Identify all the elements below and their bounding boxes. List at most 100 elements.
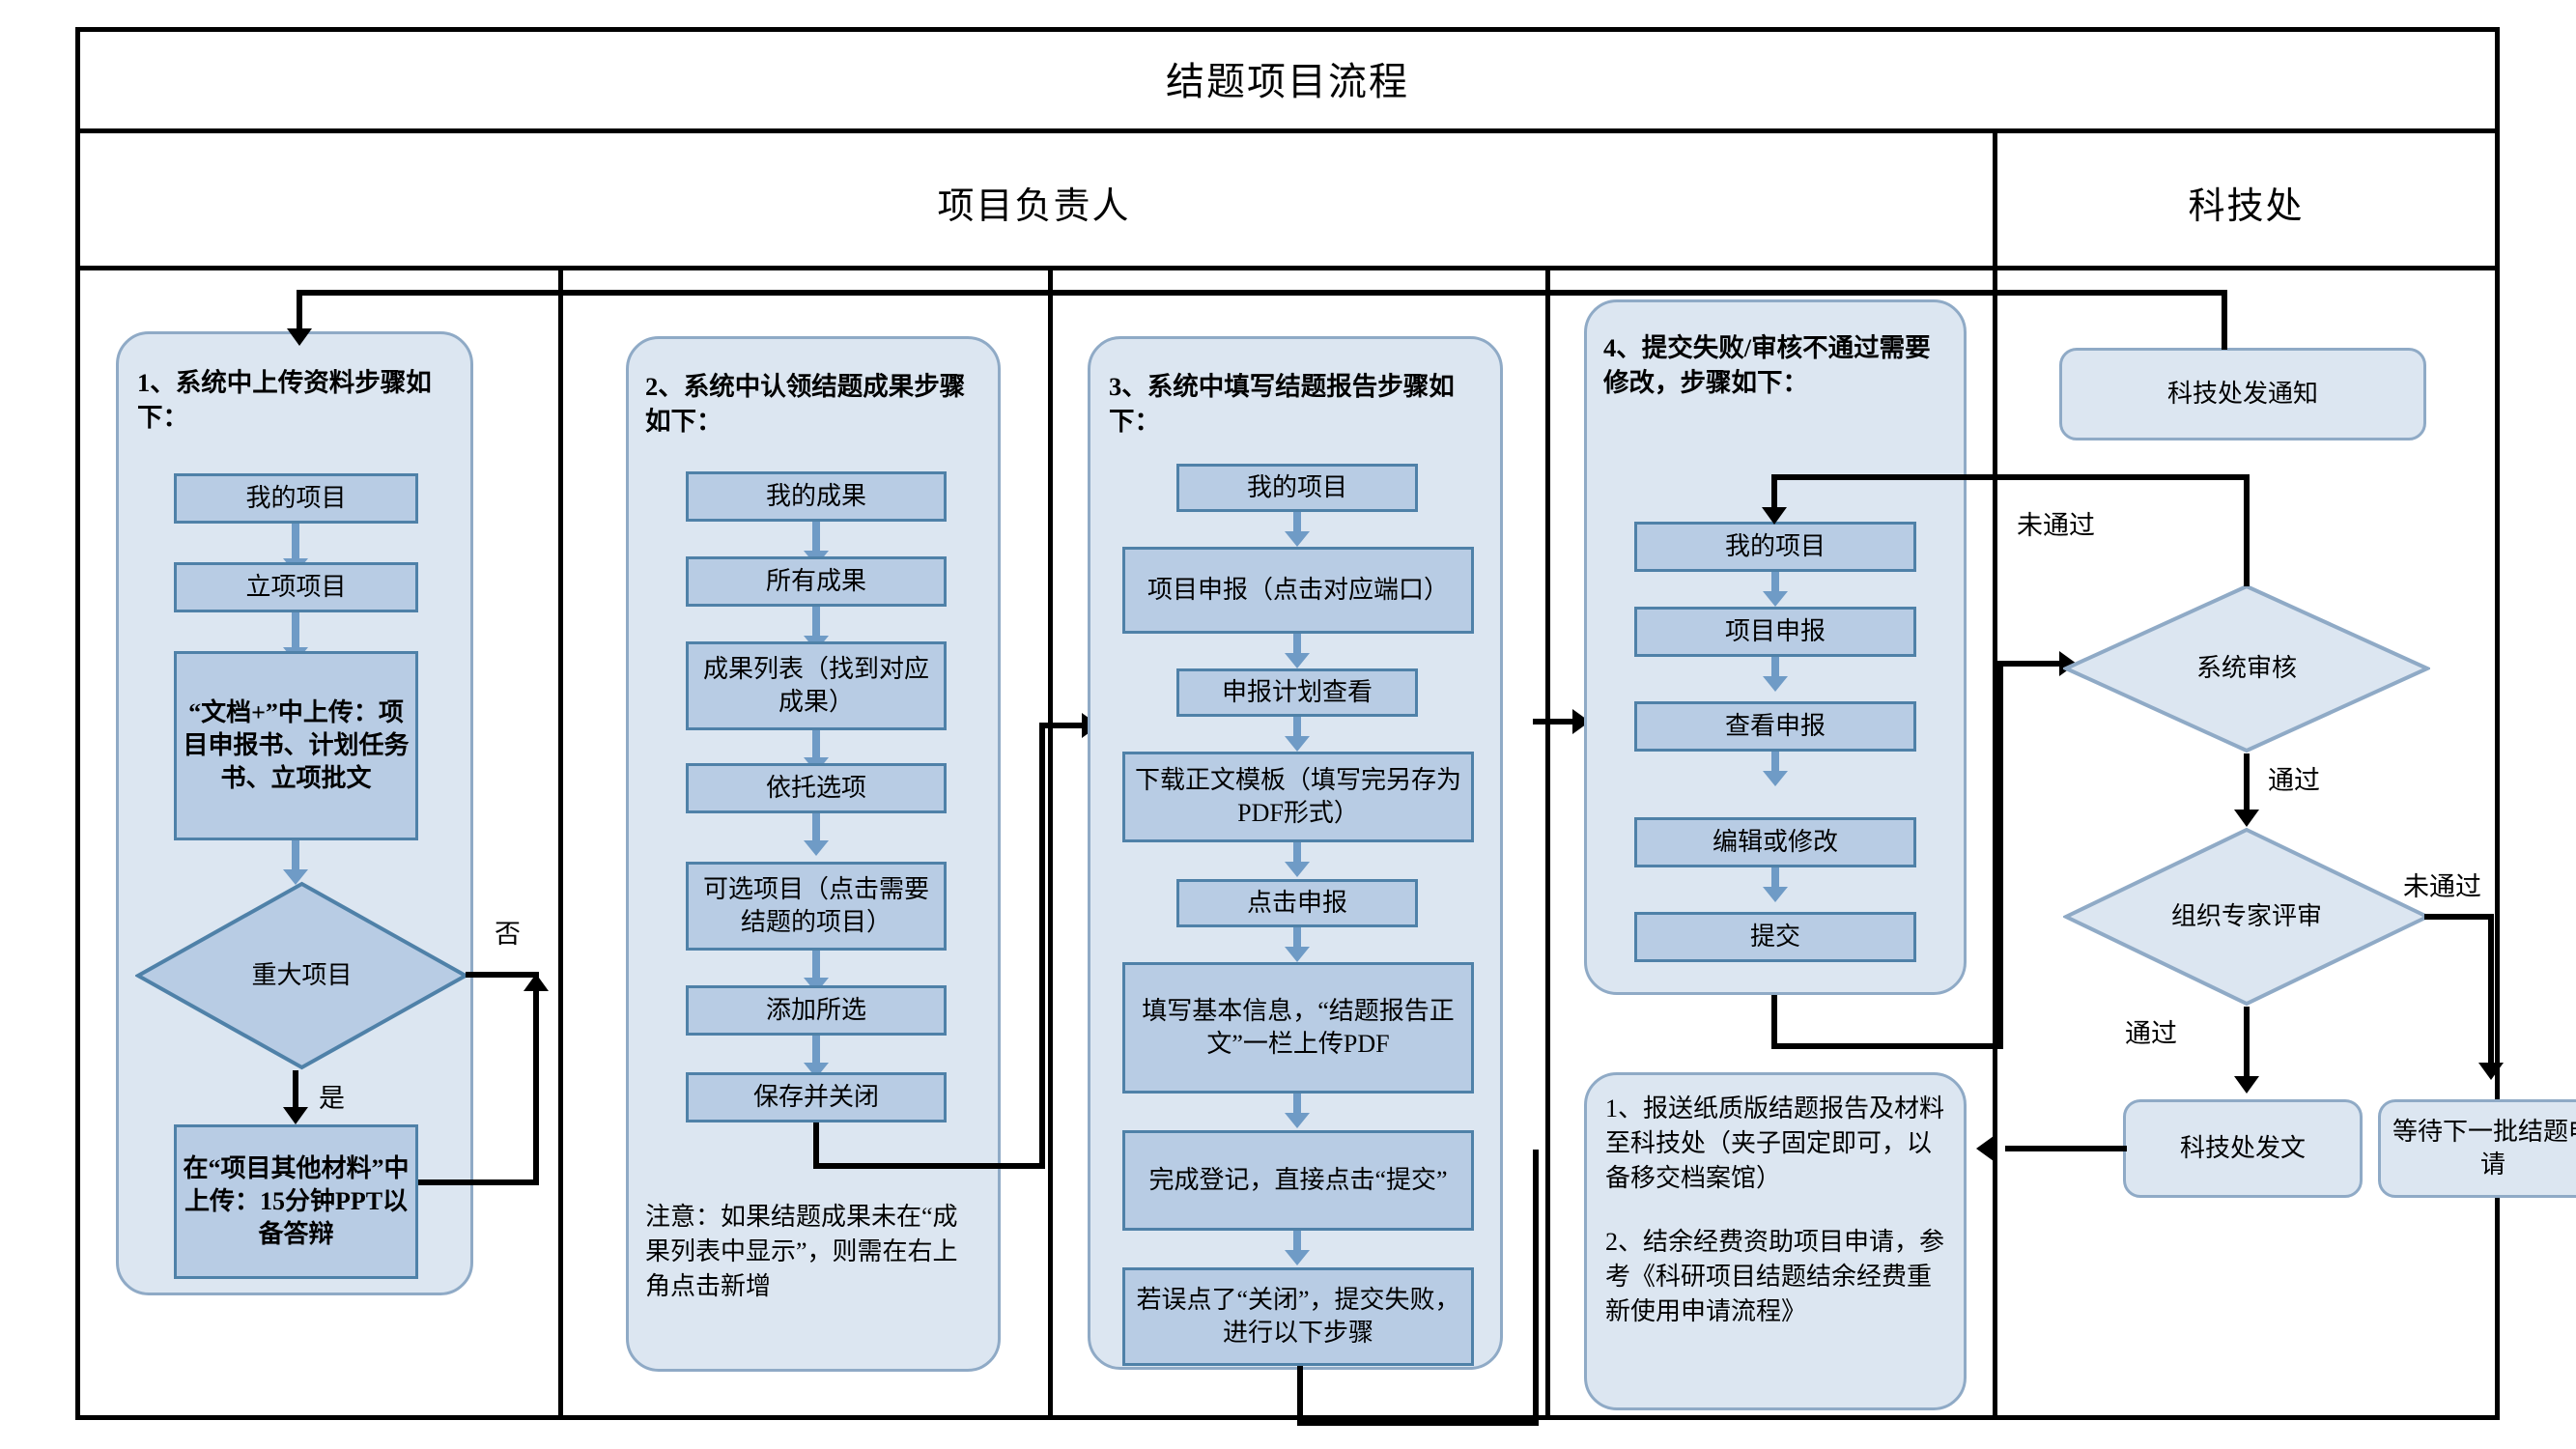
col2-arrow-6 bbox=[812, 1036, 820, 1066]
col2-note: 注意：如果结题成果未在“成果列表中显示”，则需在右上角点击新增 bbox=[645, 1203, 958, 1300]
col4-exit-v2 bbox=[1997, 661, 2003, 1049]
final-note-2: 2、结余经费资助项目申请，参考《科研项目结题结余经费重新使用申请流程》 bbox=[1605, 1228, 1945, 1325]
col3-step-8[interactable]: 若误点了“关闭”，提交失败，进行以下步骤 bbox=[1122, 1267, 1474, 1366]
col3-bottom-h bbox=[1297, 1420, 1539, 1426]
sysrev-fail-h bbox=[1997, 474, 2250, 480]
col3-step-4[interactable]: 下载正文模板（填写完另存为PDF形式） bbox=[1122, 752, 1474, 842]
col4-step-3[interactable]: 查看申报 bbox=[1634, 701, 1916, 752]
office-expert-review-label: 组织专家评审 bbox=[2170, 902, 2322, 931]
col1-no-line-v bbox=[533, 978, 539, 1185]
col2-step-4[interactable]: 依托选项 bbox=[686, 763, 947, 813]
col3-step-2[interactable]: 项目申报（点击对应端口） bbox=[1122, 547, 1474, 634]
col3-step-7[interactable]: 完成登记，直接点击“提交” bbox=[1122, 1130, 1474, 1231]
col2-step-3[interactable]: 成果列表（找到对应成果） bbox=[686, 641, 947, 730]
expert-fail-arrowhead bbox=[2478, 1063, 2504, 1080]
expert-fail-h bbox=[2424, 914, 2494, 920]
col2-step-5[interactable]: 可选项目（点击需要结题的项目） bbox=[686, 862, 947, 951]
col1-arrow-1 bbox=[292, 524, 299, 562]
panel-1-heading: 1、系统中上传资料步骤如下： bbox=[137, 368, 432, 433]
diagram-title-band: 结题项目流程 bbox=[75, 27, 2500, 133]
office-wait-next-box[interactable]: 等待下一批结题申请 bbox=[2378, 1099, 2576, 1198]
notice-to-col1-v bbox=[297, 290, 302, 338]
col3-arrow-2 bbox=[1293, 634, 1301, 659]
lane-label-project-leader: 项目负责人 bbox=[937, 185, 1131, 227]
page-title: 结题项目流程 bbox=[1166, 59, 1409, 103]
diamond-shape bbox=[133, 881, 470, 1070]
col4-step-2[interactable]: 项目申报 bbox=[1634, 607, 1916, 657]
col3-arrowhead-7 bbox=[1285, 1250, 1310, 1265]
col2-to-col3-v bbox=[813, 1122, 819, 1169]
col3-arrow-7 bbox=[1293, 1231, 1301, 1256]
expert-pass-label: 通过 bbox=[2125, 1019, 2177, 1048]
col3-step-5[interactable]: 点击申报 bbox=[1176, 879, 1418, 927]
col2-to-col3-v2 bbox=[1039, 723, 1045, 1169]
expert-pass-arrowhead bbox=[2234, 1076, 2259, 1094]
col2-step-1[interactable]: 我的成果 bbox=[686, 471, 947, 522]
col4-arrow-4 bbox=[1771, 867, 1779, 893]
col2-to-col3-h bbox=[813, 1163, 1045, 1169]
col4-arrow-1 bbox=[1771, 572, 1779, 597]
issuedoc-to-notes-h bbox=[2005, 1146, 2127, 1151]
final-note-1: 1、报送纸质版结题报告及材料至科技处（夹子固定即可，以备移交档案馆） bbox=[1605, 1094, 1945, 1192]
col3-to-col4-h bbox=[1533, 719, 1579, 724]
sysrev-fail-v bbox=[2244, 478, 2250, 586]
col1-decision-major-project[interactable]: 重大项目 bbox=[133, 881, 470, 1070]
col3-step-3[interactable]: 申报计划查看 bbox=[1176, 668, 1418, 717]
issuedoc-to-notes-arrowhead bbox=[1976, 1136, 1994, 1161]
col3-step-1[interactable]: 我的项目 bbox=[1176, 464, 1418, 512]
col4-step-5[interactable]: 提交 bbox=[1634, 912, 1916, 962]
office-decision-expert-review[interactable]: 组织专家评审 bbox=[2061, 827, 2432, 1007]
col4-exit-h2 bbox=[1997, 661, 2067, 667]
col2-arrow-5 bbox=[812, 951, 820, 981]
col3-arrow-5 bbox=[1293, 927, 1301, 952]
col4-entry-h bbox=[1771, 474, 1999, 480]
col2-step-7[interactable]: 保存并关闭 bbox=[686, 1072, 947, 1122]
col4-exit-h bbox=[1771, 1043, 2003, 1049]
col4-arrowhead-3 bbox=[1763, 771, 1788, 786]
col1-step-2[interactable]: 立项项目 bbox=[174, 562, 418, 612]
col1-step-1[interactable]: 我的项目 bbox=[174, 473, 418, 524]
col3-arrow-3 bbox=[1293, 717, 1301, 742]
col3-arrowhead-6 bbox=[1285, 1113, 1310, 1128]
col2-step-2[interactable]: 所有成果 bbox=[686, 556, 947, 607]
col4-arrow-3 bbox=[1771, 752, 1779, 777]
diagram-frame bbox=[75, 27, 2500, 1420]
col3-step-6[interactable]: 填写基本信息，“结题报告正文”一栏上传PDF bbox=[1122, 962, 1474, 1094]
col1-arrow-3 bbox=[292, 840, 299, 873]
col4-step-1[interactable]: 我的项目 bbox=[1634, 522, 1916, 572]
col4-arrowhead-2 bbox=[1763, 676, 1788, 692]
col1-step-3[interactable]: “文档+”中上传：项目申报书、计划任务书、立项批文 bbox=[174, 651, 418, 840]
col1-no-line-h2 bbox=[415, 1179, 539, 1185]
col1-yes-arrowhead bbox=[283, 1107, 308, 1124]
col1-label-no: 否 bbox=[495, 920, 521, 949]
col1-arrow-2 bbox=[292, 612, 299, 651]
col4-exit-v bbox=[1771, 995, 1777, 1049]
col3-bottom-v2 bbox=[1533, 1150, 1539, 1426]
col3-arrow-1 bbox=[1293, 512, 1301, 535]
lane-header-office: 科技处 bbox=[1993, 133, 2495, 270]
expert-fail-v bbox=[2488, 914, 2494, 1070]
panel-3-heading: 3、系统中填写结题报告步骤如下： bbox=[1109, 372, 1455, 437]
col3-arrowhead-4 bbox=[1285, 862, 1310, 877]
col4-entry-arrowhead bbox=[1762, 507, 1787, 525]
col4-step-4[interactable]: 编辑或修改 bbox=[1634, 817, 1916, 867]
office-notice-box[interactable]: 科技处发通知 bbox=[2059, 348, 2426, 440]
diamond-shape bbox=[2061, 583, 2432, 753]
col1-label-yes: 是 bbox=[319, 1084, 345, 1113]
col1-yes-line bbox=[293, 1070, 298, 1113]
col1-arrowhead-3 bbox=[283, 869, 308, 885]
lane-header-band: 项目负责人 科技处 bbox=[75, 133, 2500, 270]
expert-fail-label: 未通过 bbox=[2403, 872, 2481, 901]
col2-arrow-4 bbox=[812, 813, 820, 844]
col4-arrow-2 bbox=[1771, 657, 1779, 682]
office-issue-doc-box[interactable]: 科技处发文 bbox=[2123, 1099, 2363, 1198]
col3-arrowhead-1 bbox=[1285, 531, 1310, 547]
column-divider-1 bbox=[558, 270, 563, 1420]
col1-step-after-yes[interactable]: 在“项目其他材料”中上传：15分钟PPT以备答辩 bbox=[174, 1124, 418, 1279]
col2-step-6[interactable]: 添加所选 bbox=[686, 985, 947, 1036]
col1-no-arrowhead bbox=[524, 974, 549, 991]
notice-up-v bbox=[2222, 290, 2227, 350]
sysrev-fail-label: 未通过 bbox=[2017, 511, 2095, 540]
office-decision-system-review[interactable]: 系统审核 bbox=[2061, 583, 2432, 753]
